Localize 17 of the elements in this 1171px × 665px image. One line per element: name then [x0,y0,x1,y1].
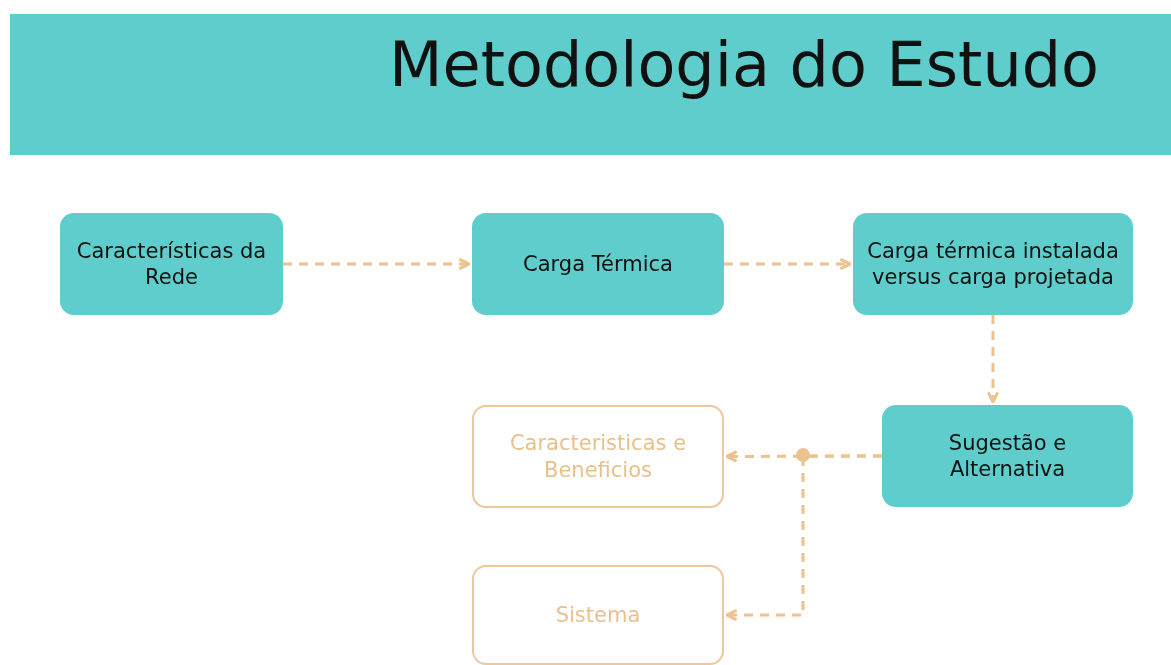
outlined-box [472,565,724,665]
box-label: Sistema [555,601,641,629]
box-label: Sugestão e Alternativa [947,429,1068,483]
dashed-arrow [725,454,882,622]
box-label: Caracteristicas e Beneficios [508,430,688,483]
dashed-arrow [283,257,471,271]
process-box [60,213,283,315]
box-label: Carga térmica instalada versus carga projetada [866,237,1120,291]
outlined-box [472,405,724,508]
process-box [472,213,724,315]
box-label: Carga Térmica [523,250,673,278]
title: Metodologia do Estudo [389,28,1099,101]
box-label: Características da Rede [75,237,268,291]
process-box [882,405,1133,507]
dashed-arrow [724,257,852,271]
dashed-arrow [986,315,1000,404]
process-box [853,213,1133,315]
